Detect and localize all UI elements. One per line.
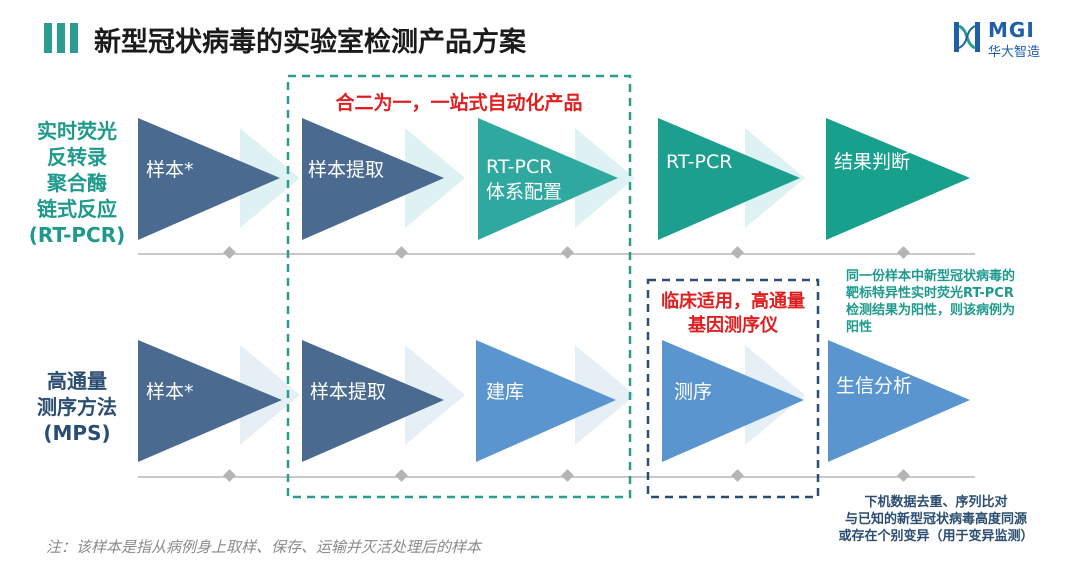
- note-line: 与已知的新型冠状病毒高度同源: [844, 512, 1027, 527]
- row-label-line: 实时荧光: [37, 119, 117, 143]
- row-label-line: 反转录: [47, 145, 107, 169]
- arrow-extraction-rt: [302, 118, 444, 240]
- step-label: 样本提取: [308, 159, 385, 181]
- row-label-mps: 高通量 测序方法 (MPS): [22, 368, 132, 446]
- step-label: 生信分析: [836, 375, 913, 397]
- note-line: 或存在个别变异（用于变异监测）: [838, 529, 1034, 544]
- row-label-line: (RT-PCR): [28, 223, 126, 247]
- row-label-line: (MPS): [43, 421, 111, 445]
- note-line: 阳性: [846, 320, 873, 335]
- step-label: 测序: [674, 381, 713, 403]
- note-line: 靶标特异性实时荧光RT-PCR: [846, 286, 1014, 301]
- mps-result-note: 下机数据去重、序列比对 与已知的新型冠状病毒高度同源 或存在个别变异（用于变异监…: [806, 494, 1066, 545]
- pcr-result-note: 同一份样本中新型冠状病毒的 靶标特异性实时荧光RT-PCR 检测结果为阳性，则该…: [846, 268, 1056, 336]
- arrow-rt-pcr: [658, 118, 800, 240]
- logo-subtitle: 华大智造: [988, 45, 1041, 60]
- step-label: 样本*: [146, 381, 194, 403]
- title-bar-icon: [44, 23, 78, 53]
- step-label: 建库: [486, 381, 525, 403]
- step-label: RT-PCR: [666, 151, 733, 173]
- company-logo: MGI 华大智造: [952, 18, 1062, 62]
- row-label-line: 测序方法: [37, 395, 117, 419]
- sequencer-box-title: 临床适用，高通量 基因测序仪: [648, 290, 818, 338]
- sequencer-title-line: 基因测序仪: [688, 315, 778, 336]
- integrated-box-title: 合二为一，一站式自动化产品: [335, 92, 583, 114]
- step-label: RT-PCR: [486, 156, 553, 178]
- arrow-sequencing: [662, 340, 804, 462]
- arrow-library: [476, 340, 616, 462]
- dna-logo-icon: [954, 22, 980, 52]
- sequencer-title-line: 临床适用，高通量: [661, 291, 805, 312]
- row-label-line: 链式反应: [37, 197, 117, 221]
- note-line: 下机数据去重、序列比对: [864, 495, 1008, 510]
- step-label: 样本*: [146, 159, 194, 181]
- arrow-extraction-mps: [302, 340, 444, 462]
- logo-text: MGI: [988, 18, 1035, 42]
- step-label: 样本提取: [310, 381, 387, 403]
- note-line: 同一份样本中新型冠状病毒的: [846, 269, 1016, 284]
- arrow-sample-mps: [138, 340, 282, 462]
- page-title: 新型冠状病毒的实验室检测产品方案: [94, 27, 526, 58]
- arrow-bioinformatics: [828, 340, 970, 462]
- row-label-line: 聚合酶: [47, 171, 107, 195]
- arrow-result: [826, 118, 970, 240]
- sequencer-box: [646, 278, 820, 499]
- row-label-line: 高通量: [47, 369, 107, 393]
- arrow-system-config: [478, 118, 618, 240]
- step-label: 结果判断: [834, 151, 911, 173]
- step-label: 体系配置: [486, 181, 563, 203]
- note-line: 检测结果为阳性，则该病例为: [846, 303, 1016, 318]
- footnote: 注：该样本是指从病例身上取样、保存、运输并灭活处理后的样本: [46, 538, 482, 556]
- row-label-rt-pcr: 实时荧光 反转录 聚合酶 链式反应 (RT-PCR): [22, 118, 132, 248]
- arrow-sample-rt: [138, 118, 280, 240]
- integrated-box: [286, 74, 632, 499]
